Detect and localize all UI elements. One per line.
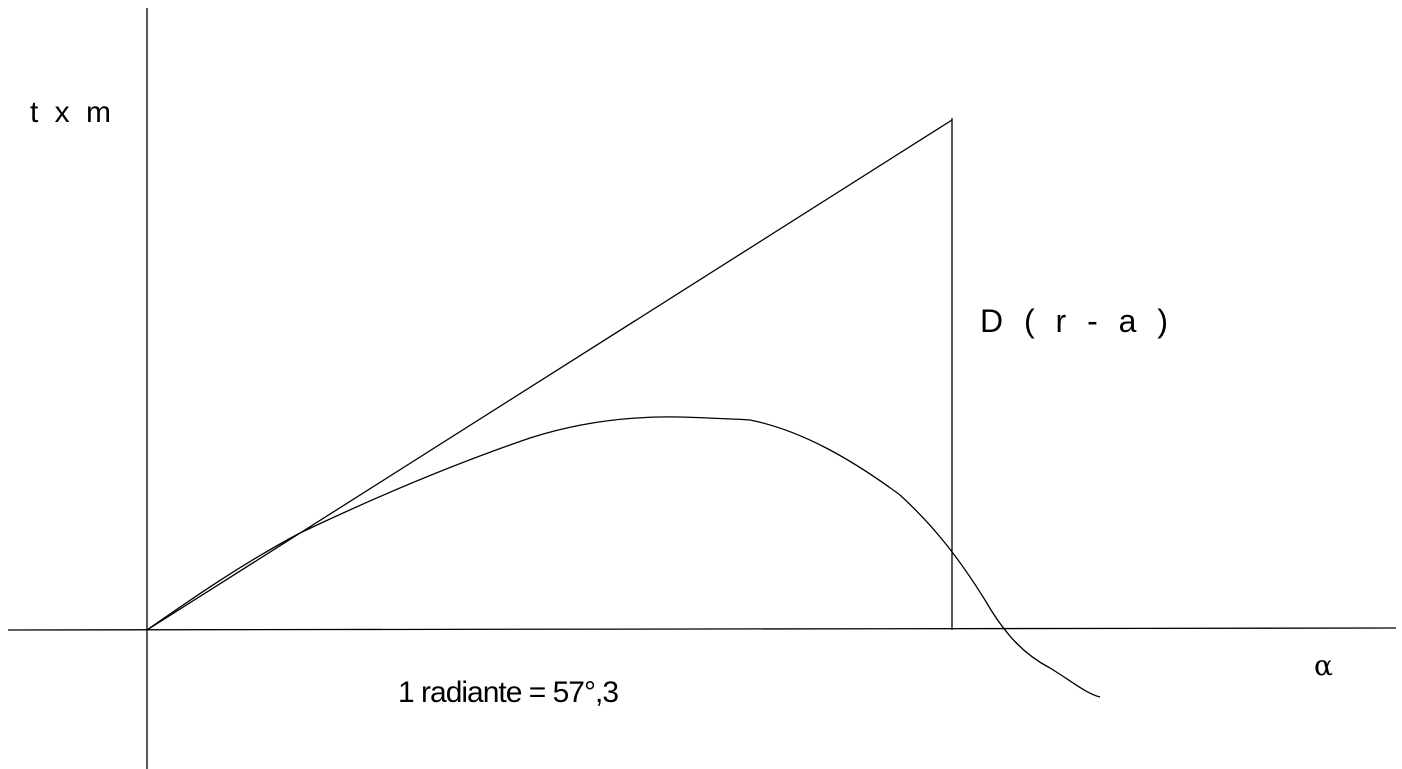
x-axis-label: α — [1314, 649, 1333, 682]
curve — [146, 416, 1101, 698]
y-axis-label: t x m — [30, 96, 115, 129]
radian-note: 1 radiante = 57°,3 — [398, 676, 619, 709]
tangent-line — [146, 119, 953, 631]
segment-label: D ( r - a ) — [980, 303, 1174, 339]
x-axis — [7, 627, 1397, 631]
